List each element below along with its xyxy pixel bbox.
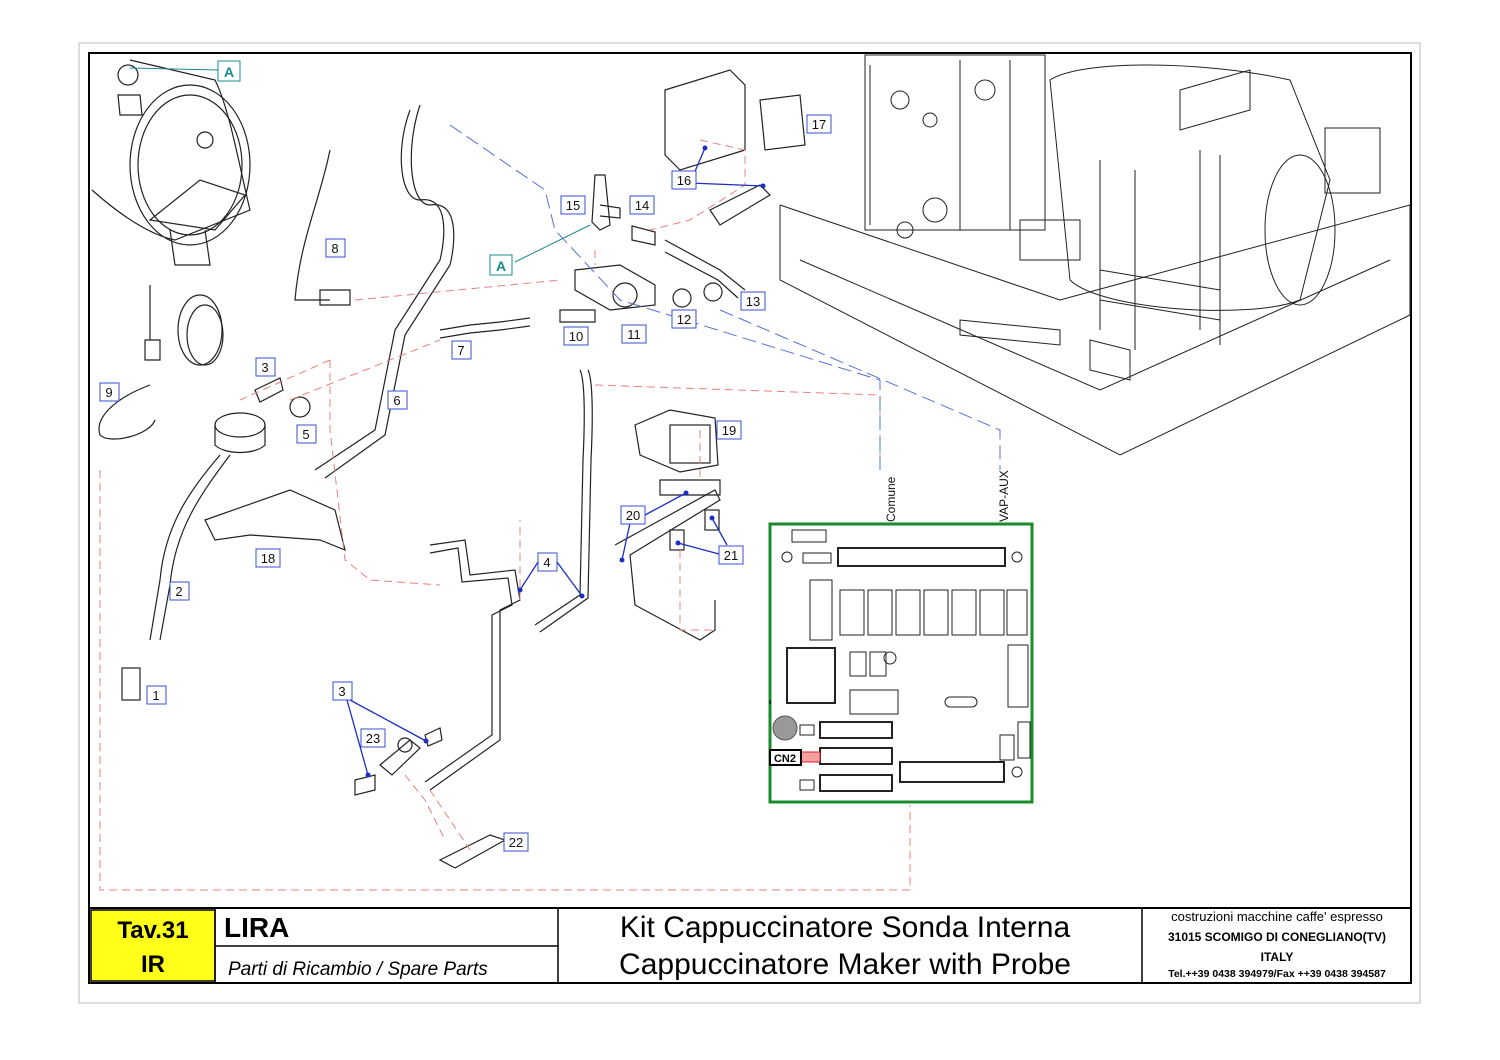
callout-dots [365, 145, 766, 778]
parts-line-art [98, 69, 806, 869]
company-phone: Tel.++39 0438 394979/Fax ++39 0438 39458… [1168, 968, 1386, 980]
callout-23: 23 [366, 731, 380, 746]
title-english: Cappuccinatore Maker with Probe [619, 948, 1071, 981]
teal-leaders [129, 67, 591, 263]
control-board-outline [768, 522, 1034, 804]
machine-chassis-drawing [779, 54, 1411, 456]
title-italian: Kit Cappuccinatore Sonda Interna [620, 911, 1071, 944]
tav-number: Tav.31 [117, 917, 188, 944]
callout-3-lower: 3 [338, 684, 345, 699]
callout-6: 6 [393, 393, 400, 408]
company-address: 31015 SCOMIGO DI CONEGLIANO(TV) [1168, 930, 1386, 944]
tav-code: IR [141, 951, 165, 978]
tav-cell [90, 909, 216, 982]
callout-18: 18 [261, 551, 275, 566]
ref-a-top: A [224, 64, 234, 80]
pcb-label-cn2: CN2 [774, 753, 796, 765]
callout-21: 21 [724, 548, 738, 563]
callout-12: 12 [677, 312, 691, 327]
callout-17: 17 [812, 117, 826, 132]
red-dashed-connections [99, 139, 911, 891]
callout-1: 1 [152, 688, 159, 703]
pcb-label-vap-aux: VAP-AUX [997, 470, 1011, 522]
ref-a-middle: A [496, 258, 506, 274]
callout-5: 5 [302, 427, 309, 442]
callout-14: 14 [635, 198, 649, 213]
title-block: Tav.31 IR LIRA Parti di Ricambio / Spare… [88, 907, 1412, 984]
cn2-connector [799, 751, 821, 763]
callout-20: 20 [626, 508, 640, 523]
callout-4: 4 [543, 555, 550, 570]
callout-2: 2 [175, 584, 182, 599]
callout-19: 19 [722, 423, 736, 438]
outer-frame [78, 42, 1421, 1004]
callout-boxes [99, 114, 832, 852]
callout-9: 9 [105, 385, 112, 400]
callout-16: 16 [677, 173, 691, 188]
drawing-frame [88, 52, 1412, 984]
model-name: LIRA [224, 912, 289, 943]
callout-numbers: 1 2 3 3 4 5 6 7 8 9 10 11 12 13 14 15 16… [105, 117, 826, 850]
control-board [768, 522, 1034, 804]
callout-3-upper: 3 [261, 360, 268, 375]
company-line: costruzioni macchine caffe' espresso [1171, 909, 1383, 924]
callout-10: 10 [569, 329, 583, 344]
callout-22: 22 [509, 835, 523, 850]
callout-8: 8 [331, 241, 338, 256]
callout-7: 7 [457, 343, 464, 358]
boiler-drawing [91, 59, 251, 266]
callout-15: 15 [566, 198, 580, 213]
callout-11: 11 [627, 327, 641, 342]
spare-parts-subtitle: Parti di Ricambio / Spare Parts [228, 959, 488, 980]
pcb-label-comune: Comune [884, 476, 898, 522]
buzzer-icon [772, 715, 798, 741]
callout-13: 13 [746, 294, 760, 309]
reference-labels: A A [217, 60, 513, 276]
company-country: ITALY [1261, 950, 1294, 964]
blue-dashed-connections [449, 124, 1001, 470]
